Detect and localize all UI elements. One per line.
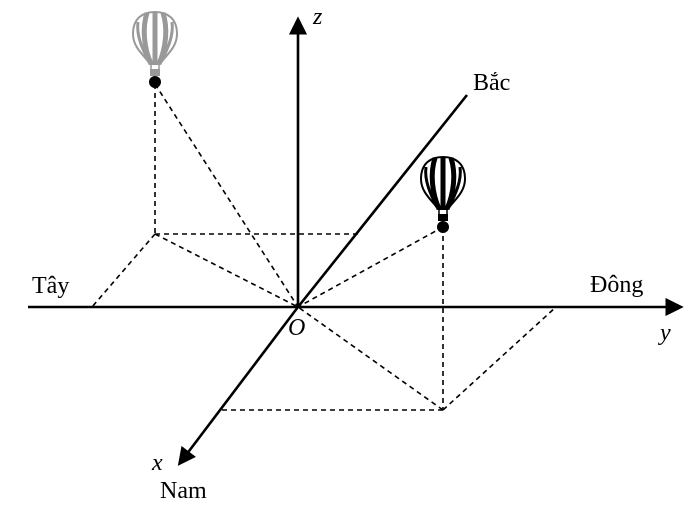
south-label: Nam	[160, 478, 207, 504]
east-label: Đông	[590, 272, 643, 298]
north-axis-line	[296, 94, 469, 308]
left-foot-to-origin-dash	[154, 233, 299, 308]
right-balloon-to-origin-dash	[297, 226, 444, 308]
north-label: Bắc	[473, 70, 510, 96]
right-balloon-point	[437, 221, 449, 233]
hot-air-balloon-icon	[131, 10, 179, 76]
y-axis-label: y	[658, 320, 671, 346]
z-axis-label: z	[312, 4, 323, 30]
left-foot-to-west-dash	[91, 233, 156, 308]
hot-air-balloon-icon	[419, 155, 467, 221]
x-axis-line	[177, 306, 300, 466]
left-balloon-to-origin-dash	[154, 83, 299, 308]
right-foot-to-origin-dash	[297, 306, 444, 411]
x-axis-label: x	[151, 450, 163, 476]
right-foot-to-east-dash	[442, 306, 557, 411]
west-label: Tây	[32, 273, 69, 299]
left-balloon-point	[149, 76, 161, 88]
origin-label: O	[288, 315, 305, 341]
